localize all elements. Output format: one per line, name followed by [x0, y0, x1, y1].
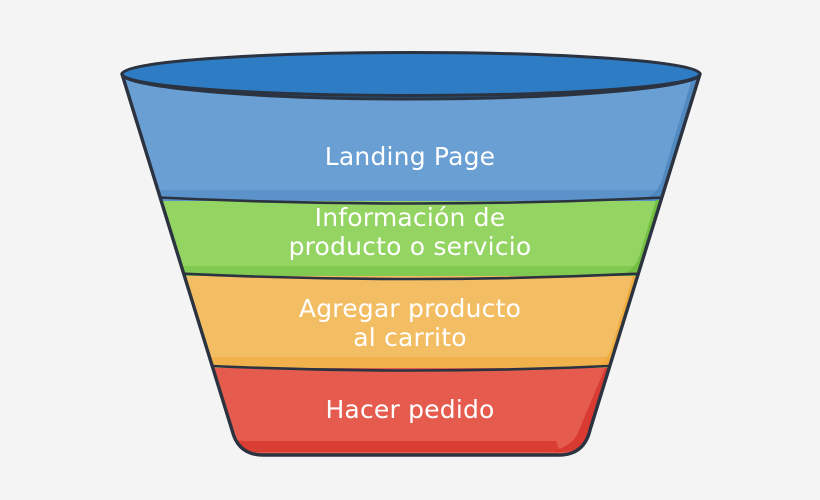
funnel-top-rim — [120, 51, 702, 101]
rim-top-face — [122, 52, 700, 96]
funnel-outline — [120, 72, 702, 457]
shade-landing-page — [640, 72, 700, 200]
shade-agregar-producto — [590, 276, 639, 368]
shade-landing-page-bottom — [152, 190, 668, 201]
rim-bottom-outline — [120, 72, 702, 101]
funnel-segments-group — [122, 60, 700, 455]
funnel-segment-informacion-producto — [122, 199, 700, 276]
shade-agregar-producto-bottom — [192, 357, 618, 368]
funnel-segment-agregar-producto — [122, 274, 700, 368]
divider-blue-green — [146, 195, 676, 205]
shade-hacer-pedido-bottom — [218, 432, 560, 452]
funnel-divider-group — [146, 195, 676, 372]
divider-orange-red — [188, 363, 634, 372]
divider-green-orange — [166, 271, 656, 281]
shade-informacion-producto — [618, 200, 662, 276]
shade-informacion-producto-bottom — [170, 266, 646, 276]
